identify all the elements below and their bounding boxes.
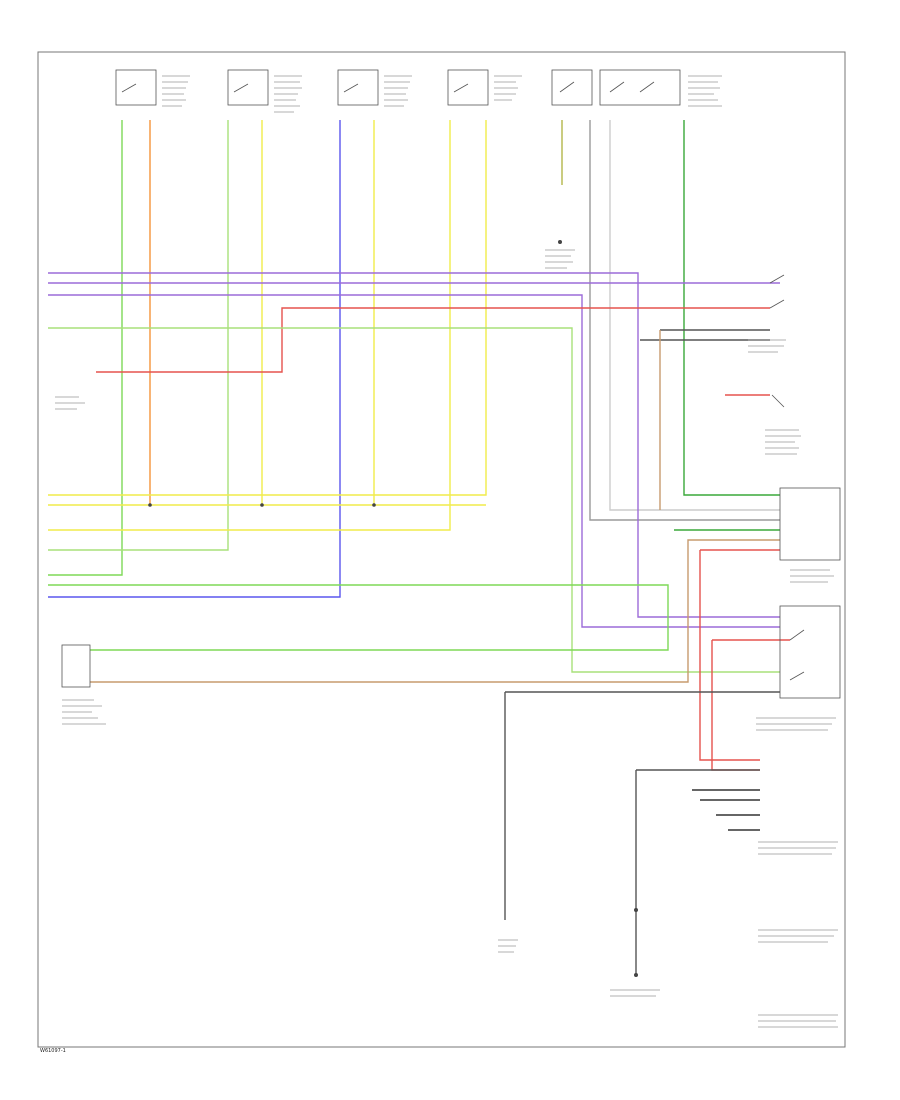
label-marks [55, 75, 838, 1028]
wire-red-6 [711, 640, 760, 771]
wire-yellow-3 [48, 120, 451, 531]
switch-contacts [121, 81, 655, 93]
wire-blue-1 [48, 120, 341, 598]
wire-yellow-4 [48, 120, 487, 496]
wire-violet-3 [48, 294, 780, 628]
wire-gray-1 [589, 120, 780, 521]
wire-green-2 [48, 120, 229, 551]
footer-code: W61097-1 [40, 1048, 66, 1054]
wire-violet-1 [48, 272, 780, 618]
wire-green-3 [683, 120, 780, 496]
splice-6 [634, 973, 638, 977]
connector-block-2 [779, 605, 841, 699]
wire-green-5 [48, 584, 669, 651]
component-box-4 [447, 69, 489, 106]
component-box-1 [115, 69, 157, 106]
sensor-left [61, 644, 91, 688]
switch-right-1 [769, 274, 785, 408]
right-components [61, 274, 841, 699]
splice-4 [558, 240, 562, 244]
wire-green-1 [48, 120, 123, 576]
wire-green-4 [48, 327, 780, 673]
wire-gray-2 [609, 120, 780, 511]
switch-right-2 [789, 629, 805, 681]
component-box-2 [227, 69, 269, 106]
wire-red-4 [699, 550, 760, 761]
splices [148, 240, 638, 977]
component-box-5 [551, 69, 593, 106]
component-box-3 [337, 69, 379, 106]
wire-red-1 [96, 307, 770, 373]
splice-1 [148, 503, 152, 507]
wire-brown-2 [90, 539, 780, 683]
diagram-frame [37, 51, 846, 1048]
splice-3 [372, 503, 376, 507]
component-box-6 [599, 69, 681, 106]
wires [48, 120, 790, 975]
connector-block-1 [779, 487, 841, 561]
splice-5 [634, 908, 638, 912]
top-components [115, 69, 681, 106]
splice-2 [260, 503, 264, 507]
